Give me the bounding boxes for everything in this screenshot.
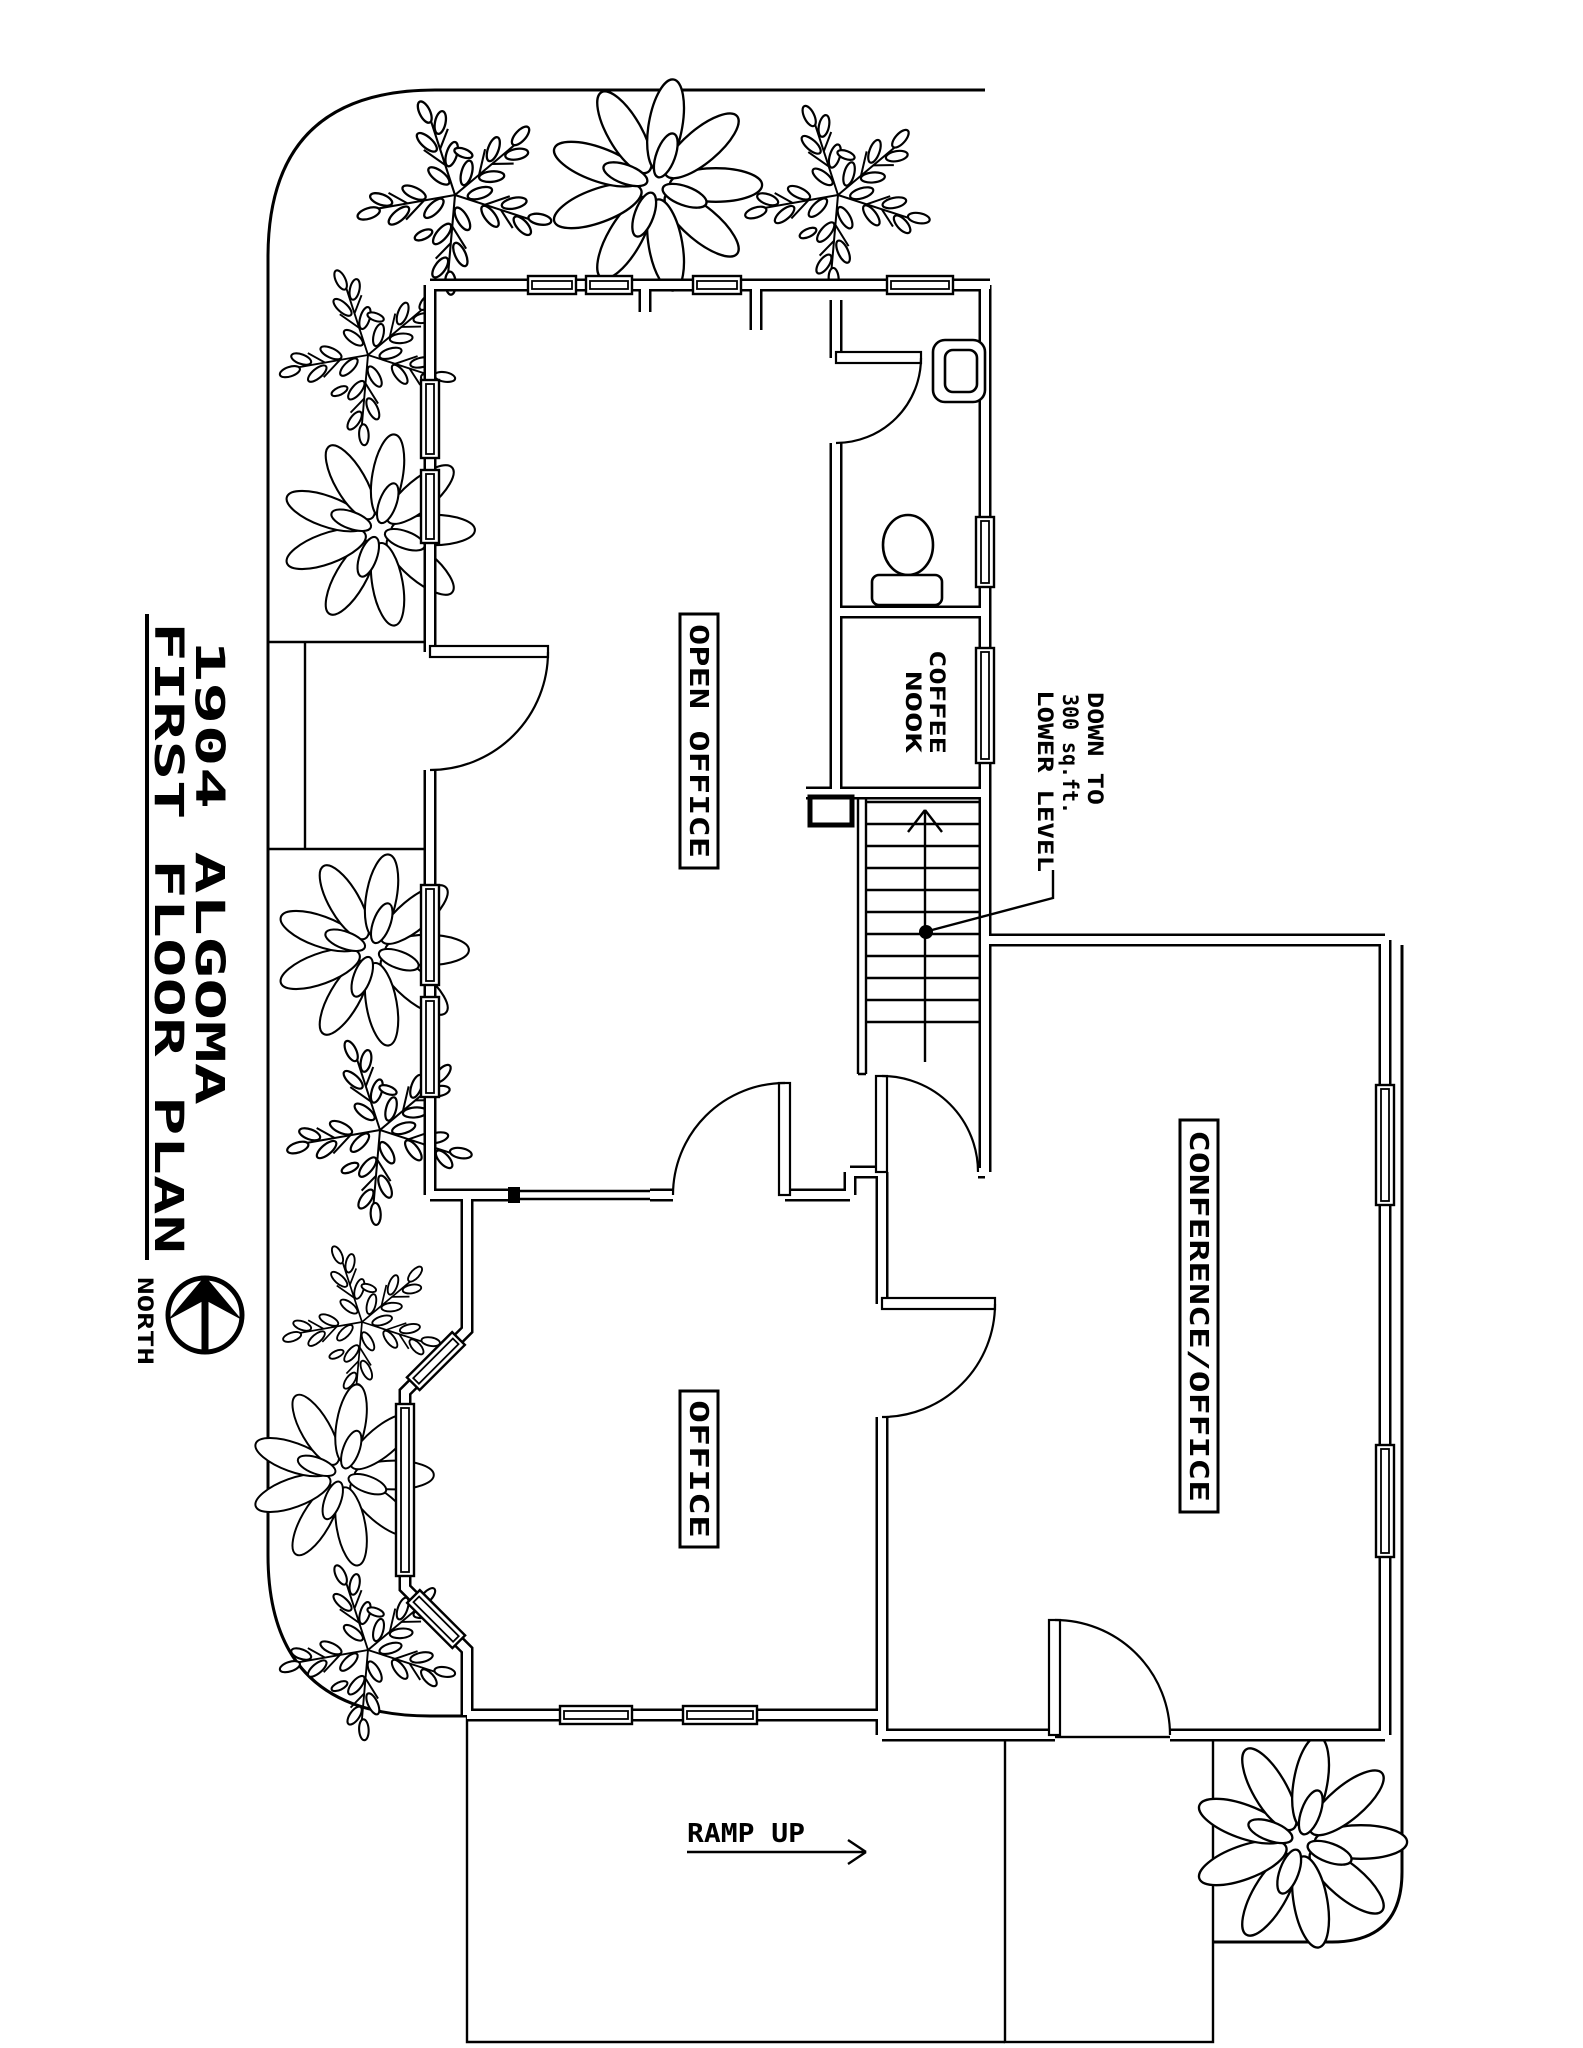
- bathroom-fixtures: [870, 338, 987, 607]
- label-coffee: COFFEE: [925, 650, 949, 754]
- bay-window-segment: [394, 1402, 416, 1578]
- site-boundary-left: [266, 88, 985, 1718]
- site-boundary-right: [1213, 945, 1404, 1944]
- north-arrow: NORTH: [133, 1275, 245, 1365]
- window: [526, 274, 578, 296]
- window: [974, 646, 996, 765]
- toilet-tank: [870, 573, 944, 607]
- flower-shrub: [280, 430, 476, 630]
- stair-closet: [807, 794, 855, 828]
- bay-window-segment: [405, 1330, 467, 1392]
- window: [419, 883, 441, 987]
- window: [584, 274, 634, 296]
- flower-shrub: [547, 75, 764, 295]
- window: [1374, 1083, 1396, 1207]
- doors: [428, 350, 1172, 1737]
- office-label-box: [678, 1389, 720, 1549]
- windows: [394, 274, 1396, 1726]
- window: [419, 468, 441, 545]
- title-line2: FIRST FLOOR PLAN: [145, 622, 191, 1254]
- room-labels: OPEN OFFICE COFFEE NOOK DOWN TO 300 sq.f…: [678, 612, 1220, 1549]
- conference-label-box: [1178, 1118, 1220, 1514]
- ramp-arrow: [687, 1839, 867, 1865]
- leader-line: [931, 870, 1055, 932]
- stair-note-line3: LOWER LEVEL: [1033, 690, 1057, 872]
- bay-window-segment: [405, 1588, 467, 1650]
- staircase: [866, 800, 1055, 1062]
- north-label: NORTH: [133, 1277, 157, 1365]
- window: [681, 1704, 759, 1726]
- leader-dot: [919, 925, 933, 939]
- ramp-label: RAMP UP: [687, 1819, 805, 1849]
- north-arrow-head: [168, 1276, 242, 1320]
- bathroom-door: [834, 350, 923, 445]
- window: [974, 515, 996, 589]
- stair-treads: [866, 800, 980, 1024]
- glazed-partition: [515, 1189, 650, 1201]
- stair-hall-door: [874, 1074, 980, 1174]
- title-line1: 1904 ALGOMA: [186, 640, 232, 1105]
- label-office: OFFICE: [683, 1400, 713, 1538]
- toilet-bowl: [881, 513, 935, 577]
- label-nook: NOOK: [901, 671, 925, 754]
- entry-pad: [1003, 1735, 1215, 2044]
- flower-shrub: [1192, 1732, 1409, 1952]
- partition-mullion: [508, 1187, 520, 1203]
- stair-note-line1: DOWN TO: [1083, 692, 1107, 805]
- window: [419, 995, 441, 1099]
- office-conference-door: [880, 1296, 997, 1419]
- sink-basin: [943, 348, 979, 394]
- shrub: [353, 93, 558, 297]
- title-block: 1904 ALGOMA FIRST FLOOR PLAN: [145, 614, 232, 1260]
- side-entry-door: [428, 644, 550, 772]
- hall-door: [671, 1081, 792, 1197]
- stair-side-wall: [856, 798, 868, 1076]
- building-walls: [405, 285, 1385, 1735]
- ramp-walkway: [465, 1716, 1215, 2044]
- open-office-label-box: [678, 612, 720, 870]
- shrub: [740, 98, 935, 292]
- shrub: [275, 1558, 460, 1742]
- property-boundary: [266, 88, 1404, 2044]
- window: [558, 1704, 634, 1726]
- window: [1374, 1443, 1396, 1559]
- stair-note-line2: 300 sq.ft.: [1058, 694, 1082, 814]
- label-open-office: OPEN OFFICE: [683, 624, 713, 858]
- window: [885, 274, 955, 296]
- label-conference: CONFERENCE/OFFICE: [1183, 1130, 1213, 1502]
- side-pad: [268, 640, 430, 851]
- window: [419, 378, 441, 460]
- window: [691, 274, 743, 296]
- ramp-annotation: RAMP UP: [687, 1819, 867, 1865]
- conference-entry-door: [1047, 1618, 1172, 1737]
